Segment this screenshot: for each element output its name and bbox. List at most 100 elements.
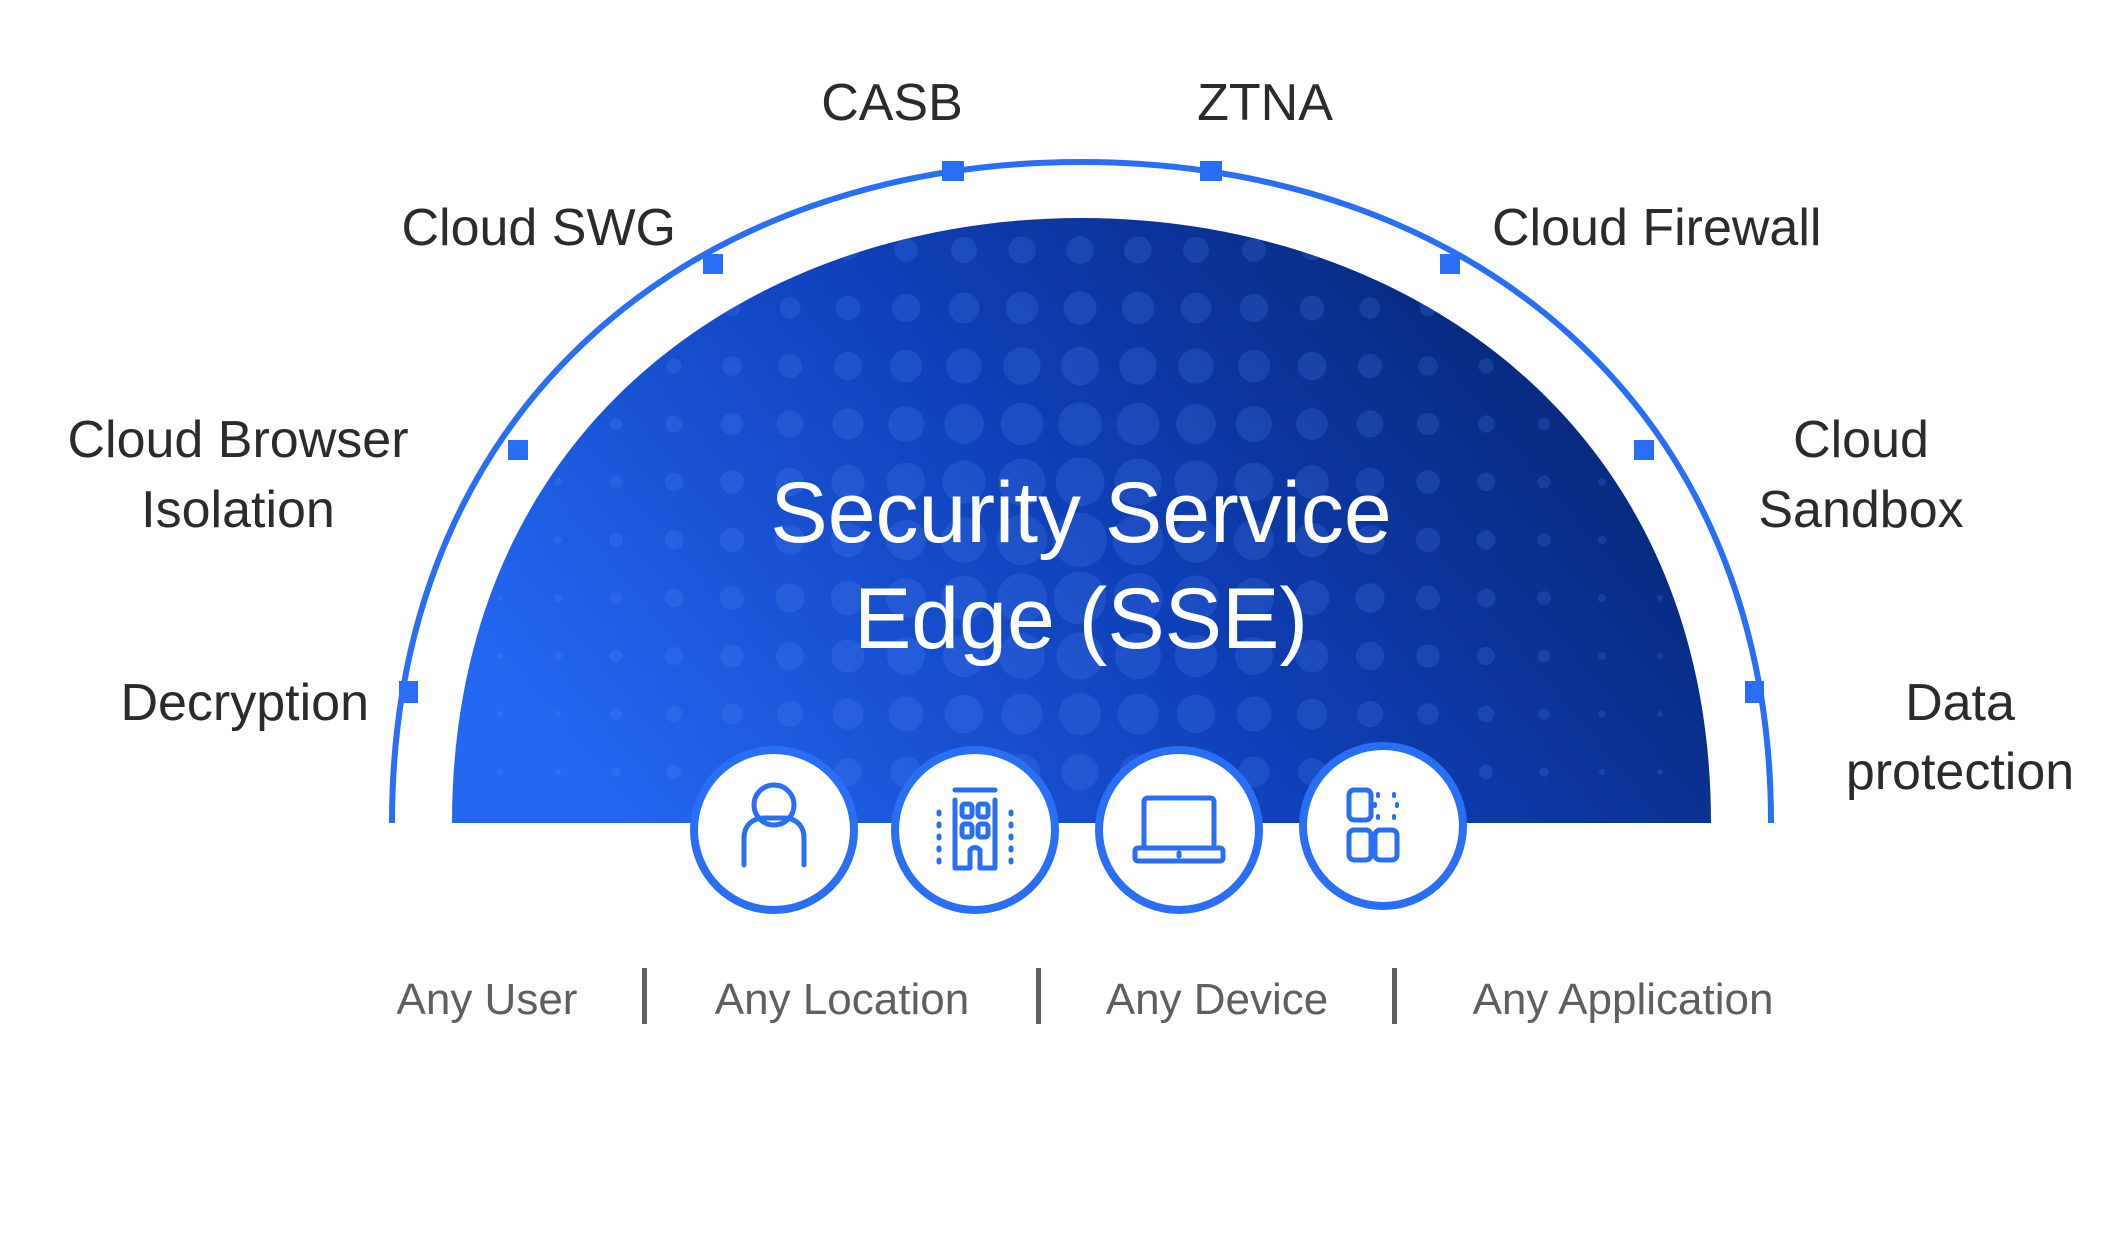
pattern-dot [1003, 347, 1041, 385]
pattern-dot [664, 530, 684, 550]
label-decryption: Decryption [120, 674, 369, 732]
pattern-dot [1598, 420, 1606, 428]
pattern-dot [1355, 467, 1385, 497]
title-line-2: Edge (SSE) [854, 571, 1308, 667]
pattern-dot [1657, 653, 1663, 659]
pattern-dot [1058, 402, 1102, 446]
pattern-dot [1355, 583, 1385, 613]
pattern-dot [997, 573, 1047, 623]
pattern-dot [1598, 710, 1606, 718]
marker-sandbox [1634, 440, 1654, 460]
marker-casb [942, 161, 964, 181]
pattern-dot [1005, 291, 1039, 325]
pattern-dot [1657, 595, 1663, 601]
pattern-dot [1476, 472, 1496, 492]
pattern-dot [835, 295, 861, 321]
pattern-dot [1599, 769, 1605, 775]
pattern-dot [722, 356, 742, 376]
pattern-dot [941, 517, 987, 563]
pattern-dot [996, 514, 1048, 566]
pattern-dot [837, 239, 859, 261]
pattern-dot [1066, 236, 1094, 264]
pattern-dot [497, 711, 503, 717]
pattern-dot [889, 349, 923, 383]
pattern-dot [1478, 358, 1494, 374]
pattern-dot [610, 418, 622, 430]
access-device [1095, 746, 1263, 914]
title-line-1: Security Service [770, 465, 1391, 561]
pattern-dot [1055, 457, 1105, 507]
label-any-application: Any Application [1473, 975, 1774, 1024]
pattern-dot [665, 705, 683, 723]
pattern-dot [1295, 465, 1329, 499]
pattern-dot [832, 408, 864, 440]
marker-swg [703, 254, 723, 274]
access-application [1299, 742, 1467, 910]
pattern-dot [1597, 593, 1607, 603]
pattern-dot [1294, 522, 1330, 558]
pattern-dot [1476, 646, 1496, 666]
pattern-dot [665, 647, 683, 665]
pattern-dot [948, 292, 980, 324]
building-icon [936, 787, 1014, 871]
pattern-dot [1537, 591, 1551, 605]
pattern-dot [1242, 238, 1266, 262]
pattern-dot [1481, 245, 1491, 255]
pattern-dot [1234, 636, 1274, 676]
pattern-dot [719, 585, 745, 611]
pattern-dot [1236, 406, 1272, 442]
pattern-dot [1657, 537, 1663, 543]
pattern-dot [1119, 347, 1157, 385]
pattern-dot [1174, 634, 1218, 678]
separator [1036, 968, 1041, 1024]
pattern-dot [1657, 421, 1663, 427]
pattern-dot [1418, 356, 1438, 376]
pattern-dot [831, 465, 865, 499]
pattern-dot [944, 404, 984, 444]
label-any-user: Any User [397, 975, 578, 1024]
pattern-dot [1233, 519, 1275, 561]
pattern-dot [1234, 462, 1274, 502]
pattern-dot [1000, 402, 1044, 446]
pattern-dot [1597, 477, 1607, 487]
pattern-dot [1180, 292, 1212, 324]
pattern-dot [554, 652, 562, 660]
pattern-dot [998, 458, 1046, 506]
pattern-dot [1357, 353, 1383, 379]
label-cloud-firewall: Cloud Firewall [1492, 199, 1821, 257]
pattern-dot [942, 460, 986, 504]
pattern-dot [1537, 649, 1551, 663]
pattern-dot [776, 700, 804, 728]
pattern-dot [554, 420, 562, 428]
pattern-dot [1657, 769, 1663, 775]
pattern-dot [1301, 239, 1323, 261]
pattern-dot [1063, 291, 1097, 325]
pattern-dot [609, 591, 623, 605]
pattern-dot [894, 238, 918, 262]
pattern-dot [1361, 241, 1379, 259]
pattern-dot [1539, 767, 1549, 777]
pattern-dot [1355, 525, 1385, 555]
pattern-dot [1052, 512, 1108, 568]
pattern-dot [497, 363, 503, 369]
pattern-dot [719, 527, 745, 553]
pattern-dot [886, 462, 926, 502]
pattern-dot [1174, 460, 1218, 504]
pattern-dot [721, 703, 743, 725]
label-ztna: ZTNA [1197, 74, 1333, 132]
pattern-dot [1477, 705, 1495, 723]
pattern-dot [721, 413, 743, 435]
label-cloud-sandbox-2: Sandbox [1758, 481, 1963, 539]
pattern-dot [1599, 305, 1605, 311]
pattern-dot [777, 353, 803, 379]
separator [642, 968, 647, 1024]
pattern-dot [664, 588, 684, 608]
pattern-dot [1114, 458, 1162, 506]
sse-dome [452, 218, 1711, 823]
marker-ztna [1200, 161, 1222, 181]
pattern-dot [946, 348, 982, 384]
marker-firewall [1440, 254, 1460, 274]
pattern-dot [1477, 415, 1495, 433]
pattern-dot [1657, 711, 1663, 717]
marker-decryption [399, 681, 418, 703]
